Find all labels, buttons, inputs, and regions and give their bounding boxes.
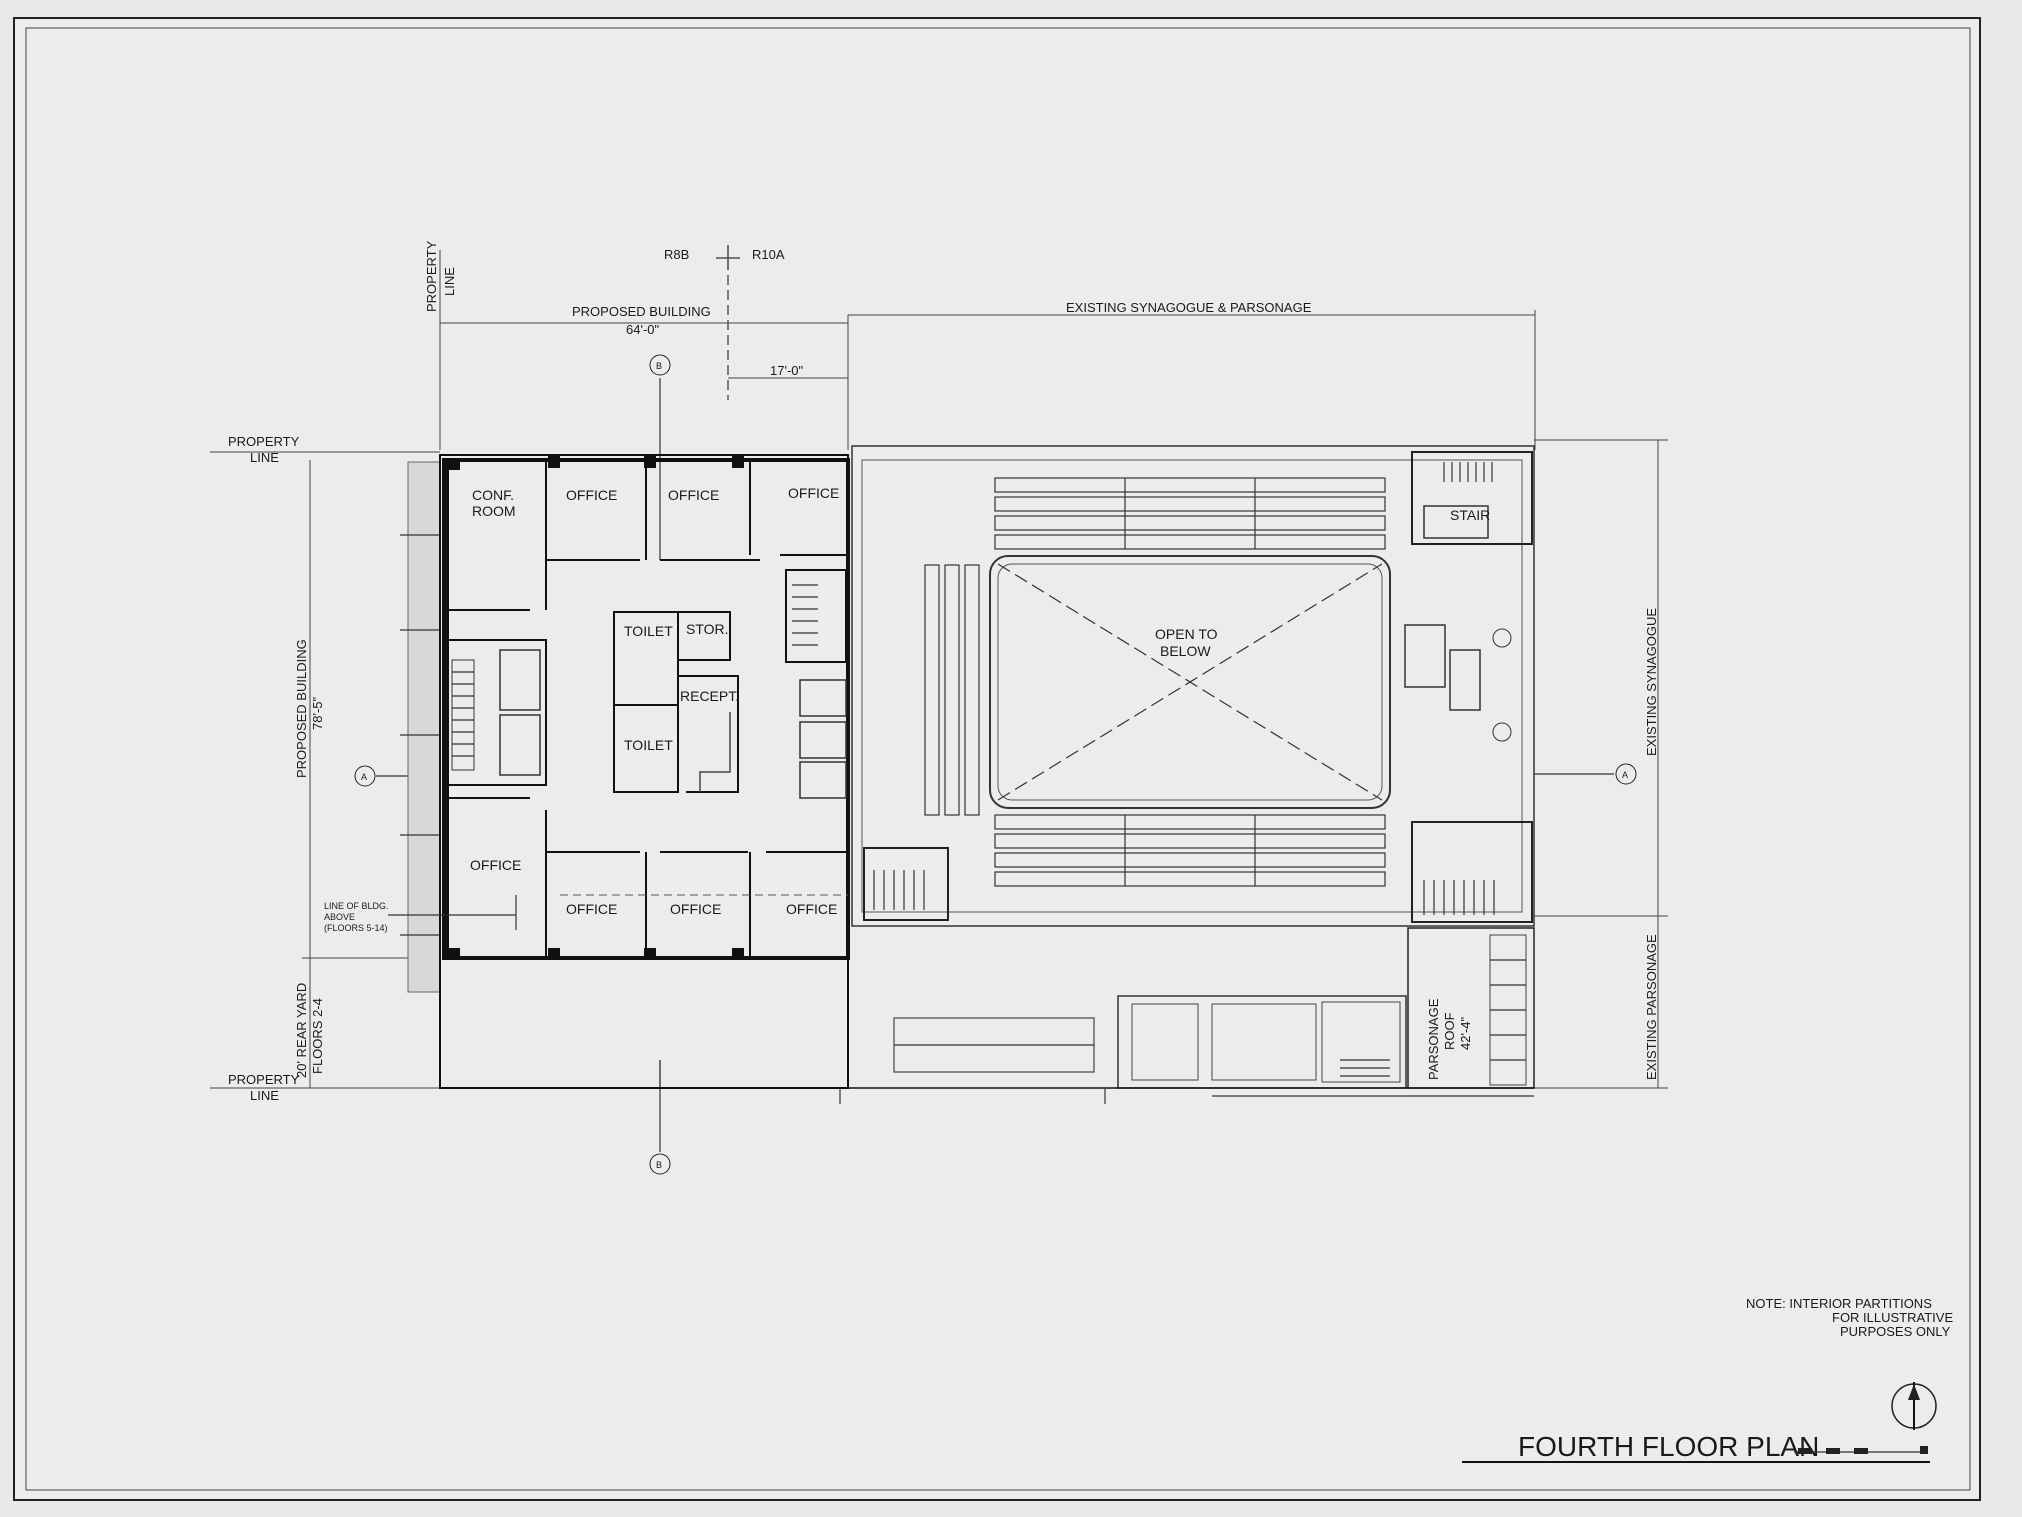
office-label-bottom-2: OFFICE (670, 901, 721, 917)
existing-synagogue-label: EXISTING SYNAGOGUE (1644, 608, 1659, 756)
svg-text:78'-5": 78'-5" (310, 696, 325, 730)
drawing-title: FOURTH FLOOR PLAN (1518, 1431, 1819, 1462)
left-stair (451, 659, 475, 771)
svg-text:PROPERTY: PROPERTY (228, 434, 300, 449)
stair-bottom-left-treads (873, 870, 925, 910)
office-label-bottom-1: OFFICE (566, 901, 617, 917)
svg-text:ABOVE: ABOVE (324, 912, 355, 922)
storage-label: STOR. (686, 621, 729, 637)
office-label-top-1: OFFICE (566, 487, 617, 503)
svg-text:20' REAR YARD: 20' REAR YARD (294, 983, 309, 1078)
right-dimensions: EXISTING SYNAGOGUE EXISTING PARSONAGE (1534, 439, 1668, 1089)
office-label-top-2: OFFICE (668, 487, 719, 503)
property-line-left-top: PROPERTY LINE (210, 434, 440, 465)
property-line-left-bottom: PROPERTY LINE (210, 1072, 440, 1103)
svg-text:(FLOORS 5-14): (FLOORS 5-14) (324, 923, 388, 933)
title-block: FOURTH FLOOR PLAN (1462, 1431, 1930, 1463)
stair-label: STAIR (1450, 507, 1490, 523)
note-line-1: NOTE: INTERIOR PARTITIONS (1746, 1296, 1932, 1311)
reception-label: RECEPT. (680, 688, 739, 704)
sheet-border (13, 17, 1981, 1501)
section-a-right: A (1534, 763, 1637, 785)
svg-text:LINE OF BLDG.: LINE OF BLDG. (324, 901, 389, 911)
toilet-label-2: TOILET (624, 737, 673, 753)
svg-text:PROPERTY: PROPERTY (228, 1072, 300, 1087)
zoning-left: R8B (664, 247, 689, 262)
office-label-top-3: OFFICE (788, 485, 839, 501)
note-line-2: FOR ILLUSTRATIVE (1832, 1310, 1953, 1325)
proposed-building-width: 64'-0" (626, 322, 660, 337)
offset-dimension: 17'-0" (770, 363, 804, 378)
scale-bar-icon (1794, 1446, 1928, 1454)
note-line-3: PURPOSES ONLY (1840, 1324, 1951, 1339)
sheet-inner-border (25, 27, 1971, 1491)
svg-text:A: A (1622, 770, 1628, 780)
conf-room-label-2: ROOM (472, 503, 516, 519)
right-core-stair (792, 584, 818, 646)
proposed-building-label: PROPOSED BUILDING (572, 304, 711, 319)
proposed-building (439, 454, 850, 1089)
svg-text:PROPOSED BUILDING: PROPOSED BUILDING (294, 639, 309, 778)
office-label-left: OFFICE (470, 857, 521, 873)
parsonage-roof-label-2: ROOF (1442, 1012, 1457, 1050)
line-of-building-note: LINE OF BLDG. ABOVE (FLOORS 5-14) (324, 895, 517, 933)
parsonage-roof-label-1: PARSONAGE (1426, 998, 1441, 1080)
toilet-label-1: TOILET (624, 623, 673, 639)
open-to-below-label-2: BELOW (1160, 643, 1211, 659)
parsonage-roof-elevation: 42'-4" (1458, 1016, 1473, 1050)
stair-tower-top-treads (1443, 462, 1493, 482)
section-b-top: B (649, 354, 671, 560)
conf-room-label-1: CONF. (472, 487, 514, 503)
svg-text:FLOORS 2-4: FLOORS 2-4 (310, 998, 325, 1074)
svg-text:LINE: LINE (442, 267, 457, 296)
svg-text:PROPERTY: PROPERTY (424, 240, 439, 312)
open-to-below-label-1: OPEN TO (1155, 626, 1218, 642)
ground-line (440, 1087, 1534, 1104)
stair-tower-bottom-treads (1423, 880, 1495, 915)
room-labels: CONF. ROOM OFFICE OFFICE OFFICE TOILET S… (470, 485, 839, 917)
side-hatch (400, 461, 441, 993)
existing-synagogue: OPEN TO BELOW STAIR (851, 445, 1535, 927)
north-arrow-icon (1891, 1382, 1937, 1430)
svg-text:LINE: LINE (250, 1088, 279, 1103)
svg-text:A: A (361, 772, 367, 782)
interior-partitions-note: NOTE: INTERIOR PARTITIONS FOR ILLUSTRATI… (1746, 1296, 1953, 1339)
svg-text:B: B (656, 361, 662, 371)
property-line-top: PROPERTY LINE (424, 240, 457, 450)
svg-text:B: B (656, 1160, 662, 1170)
zoning-right: R10A (752, 247, 785, 262)
existing-dimension: EXISTING SYNAGOGUE & PARSONAGE (848, 300, 1536, 450)
office-label-bottom-3: OFFICE (786, 901, 837, 917)
svg-text:LINE: LINE (250, 450, 279, 465)
existing-synagogue-parsonage-label: EXISTING SYNAGOGUE & PARSONAGE (1066, 300, 1312, 315)
proposed-building-dimension: PROPOSED BUILDING 64'-0" 17'-0" (440, 304, 849, 450)
existing-parsonage-label: EXISTING PARSONAGE (1644, 934, 1659, 1080)
parsonage: PARSONAGE ROOF 42'-4" (893, 927, 1535, 1089)
